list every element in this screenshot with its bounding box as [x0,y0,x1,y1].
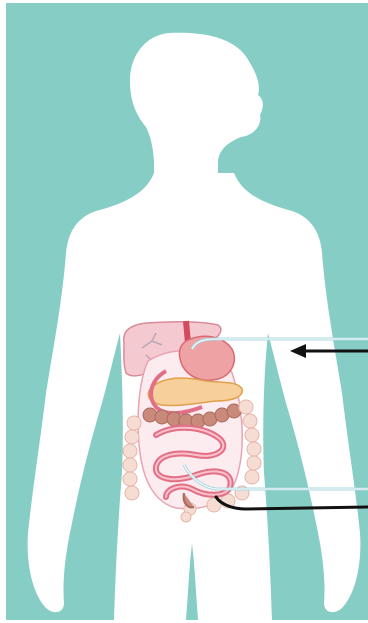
diagram-svg [6,3,368,620]
